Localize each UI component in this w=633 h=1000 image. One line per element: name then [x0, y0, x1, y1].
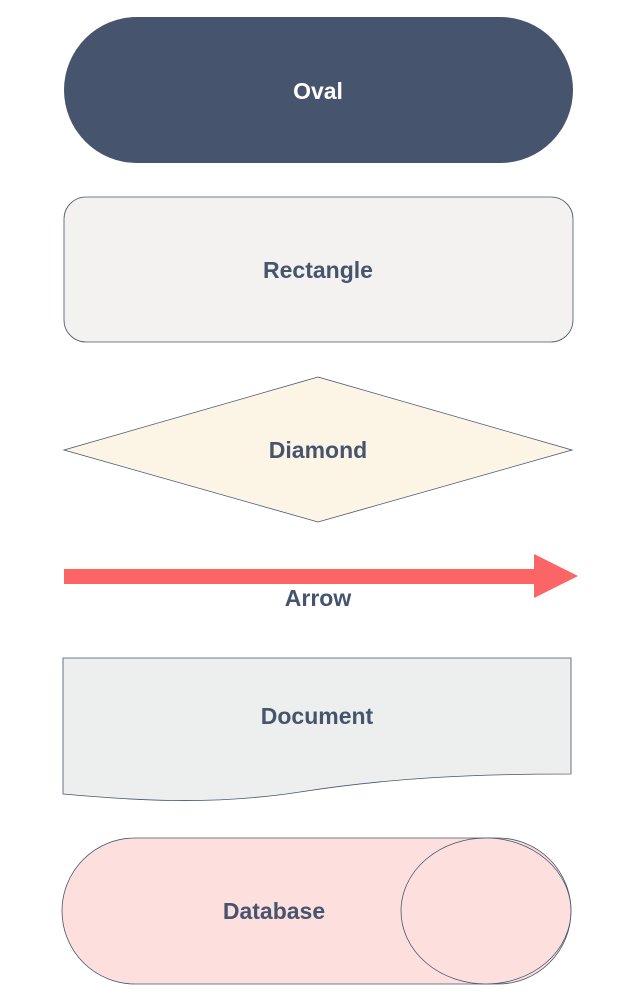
- document-label: Document: [261, 703, 374, 729]
- rectangle-shape: [63, 196, 574, 343]
- rectangle-label: Rectangle: [263, 257, 373, 283]
- diamond-shape: [62, 376, 574, 523]
- arrow-label: Arrow: [285, 585, 352, 611]
- rectangle-shape-group: Rectangle: [63, 196, 574, 343]
- oval-shape-group: Oval: [64, 17, 573, 163]
- oval-shape: [64, 17, 573, 163]
- database-shape-group: Database: [61, 837, 572, 985]
- database-label: Database: [223, 898, 325, 924]
- oval-label: Oval: [293, 78, 343, 104]
- database-end-ellipse: [400, 837, 572, 985]
- diamond-shape-group: Diamond: [62, 376, 574, 523]
- document-shape: [62, 657, 572, 801]
- arrow-shape-group: Arrow: [64, 554, 578, 611]
- diamond-label: Diamond: [269, 437, 367, 463]
- document-shape-group: Document: [62, 657, 572, 801]
- arrow-shape: [64, 554, 578, 598]
